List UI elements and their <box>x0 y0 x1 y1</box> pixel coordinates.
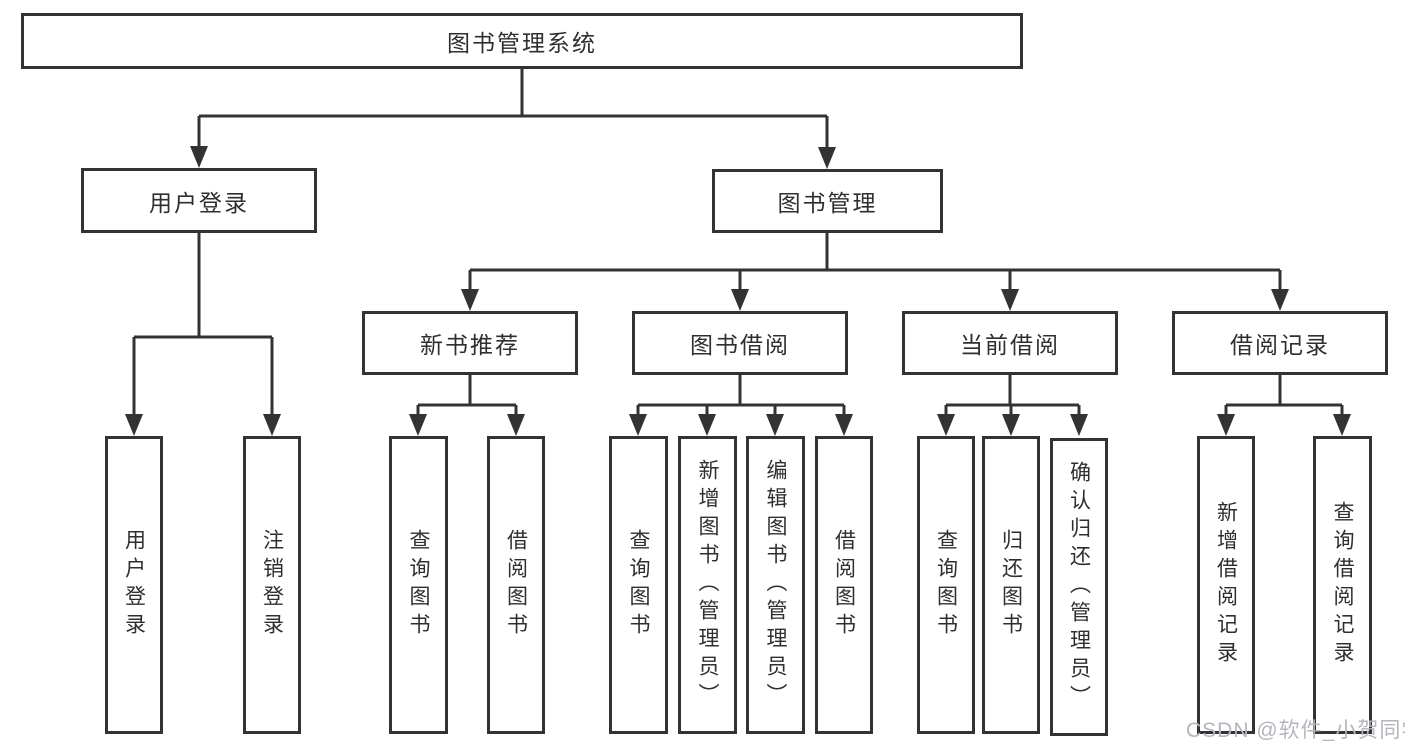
leaf-edit-book-admin: 编辑图书（管理员） <box>746 436 805 734</box>
node-book-borrow: 图书借阅 <box>632 311 848 375</box>
leaf-label: 注销登录 <box>260 529 284 641</box>
leaf-add-borrow-record: 新增借阅记录 <box>1197 436 1255 734</box>
arrowhead-group <box>125 146 1351 436</box>
leaf-user-login: 用户登录 <box>105 436 163 734</box>
leaf-label: 归还图书 <box>999 529 1023 641</box>
leaf-label: 借阅图书 <box>832 529 856 641</box>
leaf-confirm-return-admin: 确认归还（管理员） <box>1050 438 1108 736</box>
csdn-watermark: CSDN @软件_小贺同学 <box>1186 719 1405 742</box>
leaf-borrow-books: 借阅图书 <box>815 436 873 734</box>
node-root-system: 图书管理系统 <box>21 13 1023 69</box>
leaf-label: 确认归还（管理员） <box>1067 461 1091 713</box>
leaf-label: 查询图书 <box>627 529 650 641</box>
node-borrow-records: 借阅记录 <box>1172 311 1388 375</box>
leaf-label: 新增借阅记录 <box>1214 501 1238 669</box>
leaf-label: 查询图书 <box>934 529 958 641</box>
node-book-management-group: 图书管理 <box>712 169 943 233</box>
leaf-label: 用户登录 <box>122 529 146 641</box>
leaf-label: 借阅图书 <box>504 529 528 641</box>
leaf-label: 新增图书（管理员） <box>696 459 719 711</box>
leaf-query-books-newbook: 查询图书 <box>389 436 448 734</box>
leaf-label: 查询借阅记录 <box>1331 501 1354 669</box>
node-current-borrow: 当前借阅 <box>902 311 1118 375</box>
leaf-borrow-books-newbook: 借阅图书 <box>487 436 545 734</box>
leaf-label: 编辑图书（管理员） <box>764 459 787 711</box>
leaf-logout: 注销登录 <box>243 436 301 734</box>
leaf-label: 查询图书 <box>407 529 430 641</box>
leaf-add-book-admin: 新增图书（管理员） <box>678 436 737 734</box>
leaf-query-books-borrow: 查询图书 <box>609 436 668 734</box>
leaf-return-book: 归还图书 <box>982 436 1040 734</box>
node-user-login-group: 用户登录 <box>81 168 317 233</box>
node-new-book-recommend: 新书推荐 <box>362 311 578 375</box>
leaf-query-borrow-record: 查询借阅记录 <box>1313 436 1372 734</box>
leaf-query-books-current: 查询图书 <box>917 436 975 734</box>
